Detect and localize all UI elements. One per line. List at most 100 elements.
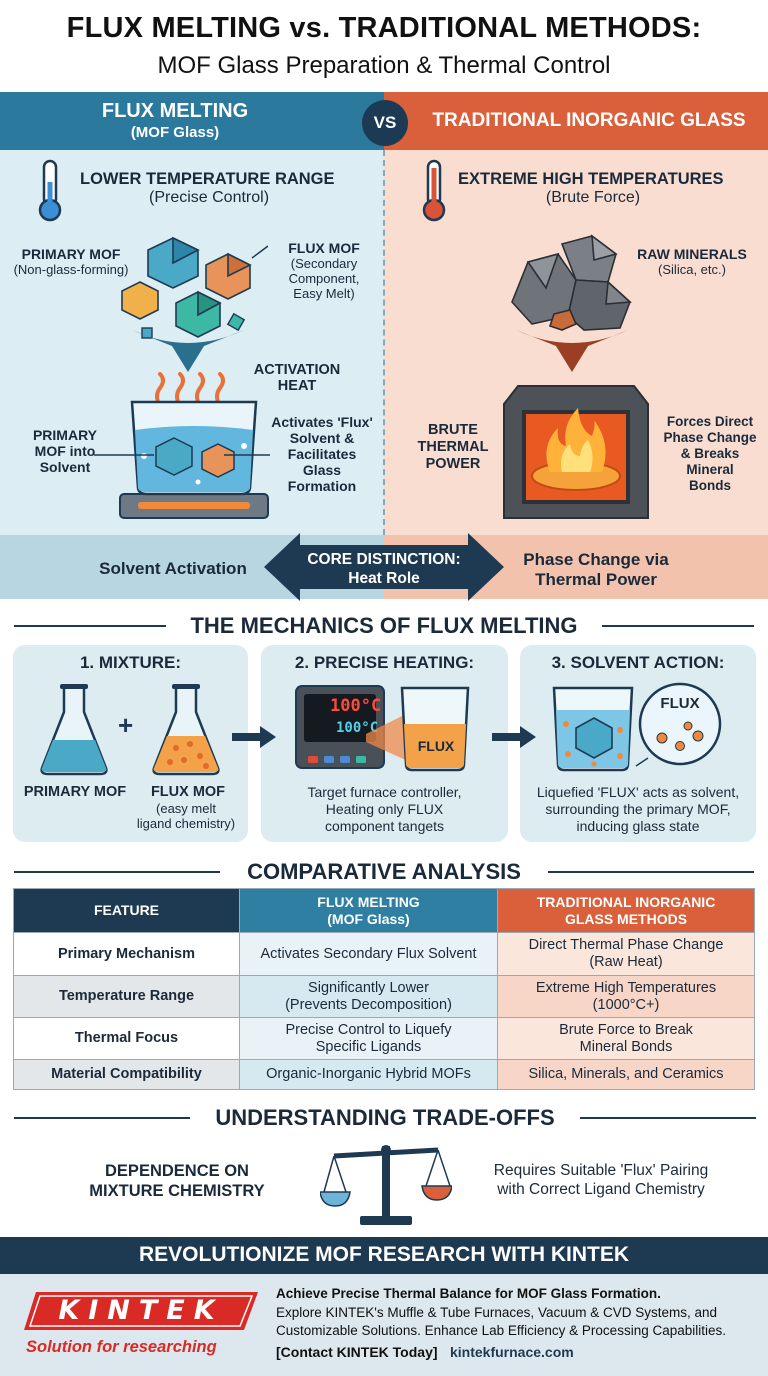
flux-bubble-label: FLUX [660,695,700,712]
mechanics-rule-right [602,625,754,627]
table-header-row: FEATURE FLUX MELTING (MOF Glass) TRADITI… [13,888,755,933]
activation-heat-label-2: HEAT [277,378,317,394]
header-trad-2: GLASS METHODS [564,910,688,927]
row-trad-line: Mineral Bonds [579,1038,673,1055]
flux-title-sub: (MOF Glass) [130,124,220,141]
primary-into-solvent-1: PRIMARY [32,427,98,443]
contact-link[interactable]: [Contact KINTEK Today] [276,1344,438,1360]
header-flux: FLUX MELTING (MOF Glass) [239,888,498,933]
row-flux-line: Significantly Lower [308,979,429,996]
row-flux: Significantly Lower(Prevents Decompositi… [239,975,498,1018]
row-trad-line: (Raw Heat) [589,954,663,970]
primary-mof-sub: (Non-glass-forming) [13,262,129,277]
thermometer-cool-icon [38,159,62,222]
step1-title: 1. MIXTURE: [79,653,182,672]
center-divider [383,150,385,535]
activates-flux-5: Formation [287,478,357,494]
controller-display-secondary: 100°C [336,720,379,736]
analysis-title: COMPARATIVE ANALYSIS [247,859,521,884]
row-trad-line: Silica, Minerals, and Ceramics [528,1066,724,1082]
row-flux-line: (Prevents Decomposition) [285,996,452,1013]
row-trad-line: Direct Thermal Phase Change [528,937,724,953]
pointer-line-right [224,454,270,456]
phase-change-label-1: Phase Change via [523,550,669,569]
flux-mof-sub-1: (Secondary [290,256,358,271]
mechanics-rule-left [14,625,166,627]
flux-beaker-icon [400,686,470,772]
row-feature: Material Compatibility [13,1059,240,1090]
furnace-controller-icon [295,685,385,769]
header-flux-1: FLUX MELTING [317,893,420,910]
tradeoffs-rule-right [580,1117,756,1119]
row-flux: Organic-Inorganic Hybrid MOFs [239,1059,498,1090]
controller-display-primary: 100°C [330,696,382,716]
forces-direct-1: Forces Direct [666,414,754,429]
step3-desc-1: Liquefied 'FLUX' acts as solvent, [536,784,740,800]
raw-minerals-sub: (Silica, etc.) [658,262,726,277]
step2-title: 2. PRECISE HEATING: [294,653,475,672]
table-row: Primary Mechanism Activates Secondary Fl… [13,932,755,976]
extreme-temp-title: EXTREME HIGH TEMPERATURES [458,170,724,188]
footer-line-3: Customizable Solutions. Enhance Lab Effi… [276,1323,726,1338]
traditional-title: TRADITIONAL INORGANIC GLASS [432,110,746,131]
step-arrow-2-icon [492,726,536,748]
header-feature: FEATURE [13,888,240,933]
analysis-rule-right [548,871,754,873]
forces-direct-2: Phase Change [663,430,757,445]
header-flux-2: (MOF Glass) [327,910,410,927]
activates-flux-1: Activates 'Flux' [271,414,373,430]
step1-flux-sub-2: ligand chemistry) [136,816,236,831]
flux-beaker-label: FLUX [417,738,455,754]
primary-into-solvent-2: MOF into [34,443,96,459]
row-flux-line: Activates Secondary Flux Solvent [260,945,477,962]
core-distinction-arrow [264,533,504,601]
solvent-action-beaker-icon [552,686,634,772]
row-trad-line: Extreme High Temperatures [535,979,717,996]
heat-waves-icon [155,372,225,408]
kintek-logo: KINTEK [58,1295,224,1326]
table-row: Temperature Range Significantly Lower(Pr… [13,975,755,1018]
table-row: Material Compatibility Organic-Inorganic… [13,1059,755,1090]
forces-direct-3: & Breaks [680,446,740,461]
brute-thermal-2: THERMAL [417,439,489,455]
traditional-header: TRADITIONAL INORGANIC GLASS [384,92,768,150]
funnel-arrow-icon [132,330,244,372]
footer-line-2: Explore KINTEK's Muffle & Tube Furnaces,… [276,1305,718,1320]
activation-heat-label-1: ACTIVATION [253,362,341,378]
row-trad: Extreme High Temperatures(1000°C+) [497,975,755,1018]
raw-minerals-label: RAW MINERALS [637,246,747,262]
website-link[interactable]: kintekfurnace.com [450,1344,574,1360]
row-flux-line: Specific Ligands [315,1038,422,1055]
step2-desc-3: component tangets [324,818,445,834]
forces-direct-5: Bonds [689,478,731,493]
primary-mof-label: PRIMARY MOF [21,246,121,262]
step3-desc-3: inducing glass state [576,818,700,834]
header-traditional: TRADITIONAL INORGANIC GLASS METHODS [497,888,755,933]
comparison-table: FEATURE FLUX MELTING (MOF Glass) TRADITI… [13,888,755,1090]
tradeoffs-rule-left [14,1117,190,1119]
step2-desc-2: Heating only FLUX [325,801,444,817]
step1-primary-label: PRIMARY MOF [23,784,127,800]
brute-thermal-3: POWER [425,456,481,472]
funnel-arrow-right-icon [516,330,628,372]
analysis-rule-left [14,871,220,873]
phase-change-label-2: Thermal Power [535,570,657,589]
tradeoff-left-2: MIXTURE CHEMISTRY [89,1182,265,1200]
solvent-beaker-icon [119,400,269,519]
step3-title: 3. SOLVENT ACTION: [551,653,725,672]
footer-line-1: Achieve Precise Thermal Balance for MOF … [276,1286,661,1301]
primary-mof-flask-icon [40,684,108,776]
balance-scale-icon [320,1145,452,1225]
row-feature: Primary Mechanism [13,932,240,976]
raw-minerals-rocks-icon [511,234,632,331]
row-flux-line: Precise Control to Liquefy [285,1021,452,1038]
pointer-line-left [94,454,154,456]
footer-title: REVOLUTIONIZE MOF RESEARCH WITH KINTEK [139,1243,629,1266]
page-subtitle: MOF Glass Preparation & Thermal Control [157,52,611,79]
tradeoff-right-1: Requires Suitable 'Flux' Pairing [493,1162,709,1179]
thermometer-hot-icon [422,159,446,222]
plus-icon: + [118,710,134,740]
row-feature: Thermal Focus [13,1017,240,1060]
row-trad-line: (1000°C+) [592,996,660,1013]
